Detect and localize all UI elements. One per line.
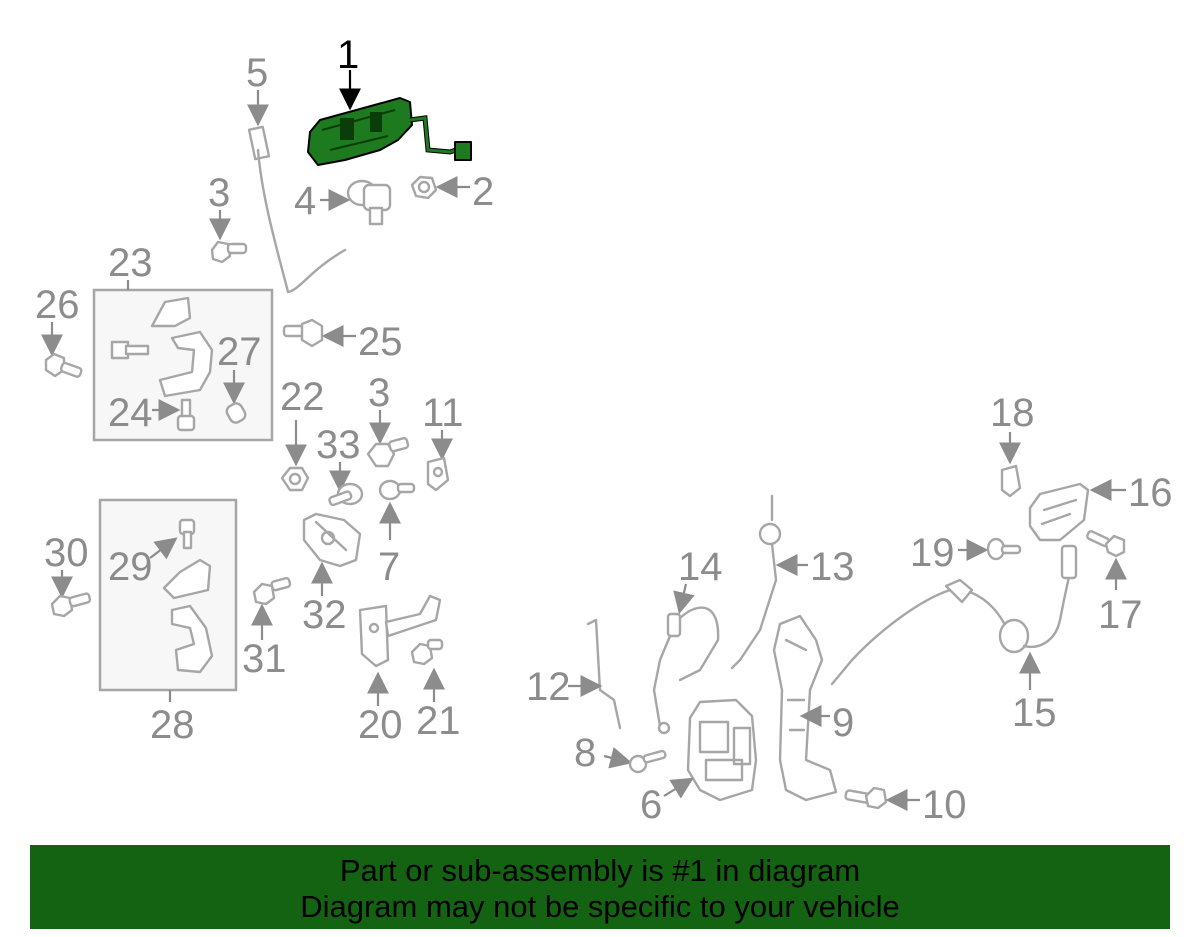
group-box-28 xyxy=(98,498,238,692)
part-30-bolt xyxy=(50,592,92,618)
callout-16: 16 xyxy=(1128,471,1173,515)
part-2-nut xyxy=(410,175,438,200)
callout-26: 26 xyxy=(35,283,80,327)
part-27-pin xyxy=(225,402,247,424)
part-13-rod xyxy=(730,494,782,670)
part-10-bolt xyxy=(844,786,888,810)
part-15-cable xyxy=(830,544,1078,686)
part-3-bolt-mid xyxy=(366,436,410,468)
callout-5: 5 xyxy=(246,51,268,95)
callout-1: 1 xyxy=(337,33,359,77)
callout-3b: 3 xyxy=(368,371,390,415)
part-21-bolt xyxy=(410,638,444,666)
callout-9: 9 xyxy=(832,701,854,745)
part-3-bolt-upper xyxy=(210,240,248,264)
callout-10: 10 xyxy=(922,783,967,827)
callout-18: 18 xyxy=(990,391,1035,435)
part-24-bolt xyxy=(176,398,196,432)
callout-12: 12 xyxy=(526,665,571,709)
callout-27: 27 xyxy=(217,330,262,374)
callout-24: 24 xyxy=(108,391,153,435)
callout-23: 23 xyxy=(108,241,153,285)
part-16-inner-handle xyxy=(1028,482,1090,542)
callout-33: 33 xyxy=(316,423,361,467)
callout-6: 6 xyxy=(640,783,662,827)
notice-line-2: Diagram may not be specific to your vehi… xyxy=(300,889,900,924)
callout-13: 13 xyxy=(810,545,855,589)
part-12-rod xyxy=(586,618,622,730)
part-19-screw xyxy=(986,537,1022,561)
part-31-bolt xyxy=(252,576,292,606)
callout-32: 32 xyxy=(302,593,347,637)
callout-11: 11 xyxy=(422,391,464,435)
part-26-bolt xyxy=(44,352,83,378)
notice-banner: Part or sub-assembly is #1 in diagram Di… xyxy=(30,845,1170,929)
parts-diagram: 1 2 4 5 3 23 27 24 xyxy=(35,33,1173,827)
part-22-nut xyxy=(280,466,310,492)
callout-15: 15 xyxy=(1012,691,1057,735)
part-17-bolt xyxy=(1086,530,1126,558)
callout-7: 7 xyxy=(378,545,400,589)
callout-4: 4 xyxy=(294,179,316,223)
callout-25: 25 xyxy=(358,320,403,364)
part-9-bracket xyxy=(772,614,838,802)
callout-2: 2 xyxy=(472,170,494,214)
callout-31: 31 xyxy=(242,637,287,681)
part-11-clip xyxy=(426,456,450,492)
callout-19: 19 xyxy=(910,531,955,575)
notice-line-1: Part or sub-assembly is #1 in diagram xyxy=(339,853,861,888)
callout-3: 3 xyxy=(208,171,230,215)
part-7-screw xyxy=(378,479,416,501)
part-20-door-check xyxy=(358,594,442,668)
part-18-clip xyxy=(1000,464,1022,498)
part-8-screw xyxy=(628,749,667,774)
callout-30: 30 xyxy=(44,531,89,575)
callout-21: 21 xyxy=(416,699,461,743)
callout-8: 8 xyxy=(574,731,596,775)
part-1-door-handle[interactable] xyxy=(307,97,472,166)
part-5-rod xyxy=(247,125,347,294)
callout-14: 14 xyxy=(678,545,723,589)
part-23-hinge-upper xyxy=(110,296,214,398)
callout-20: 20 xyxy=(358,703,403,747)
part-4-lock-cylinder xyxy=(346,179,392,226)
callout-28: 28 xyxy=(150,703,195,747)
callout-17: 17 xyxy=(1098,593,1143,637)
part-25-bolt xyxy=(282,318,324,348)
part-6-latch xyxy=(686,698,758,802)
part-33-fastener xyxy=(328,482,364,507)
callout-22: 22 xyxy=(280,375,325,419)
callout-29: 29 xyxy=(108,545,153,589)
part-28-hinge-lower xyxy=(162,518,214,674)
part-32-striker xyxy=(302,512,362,568)
